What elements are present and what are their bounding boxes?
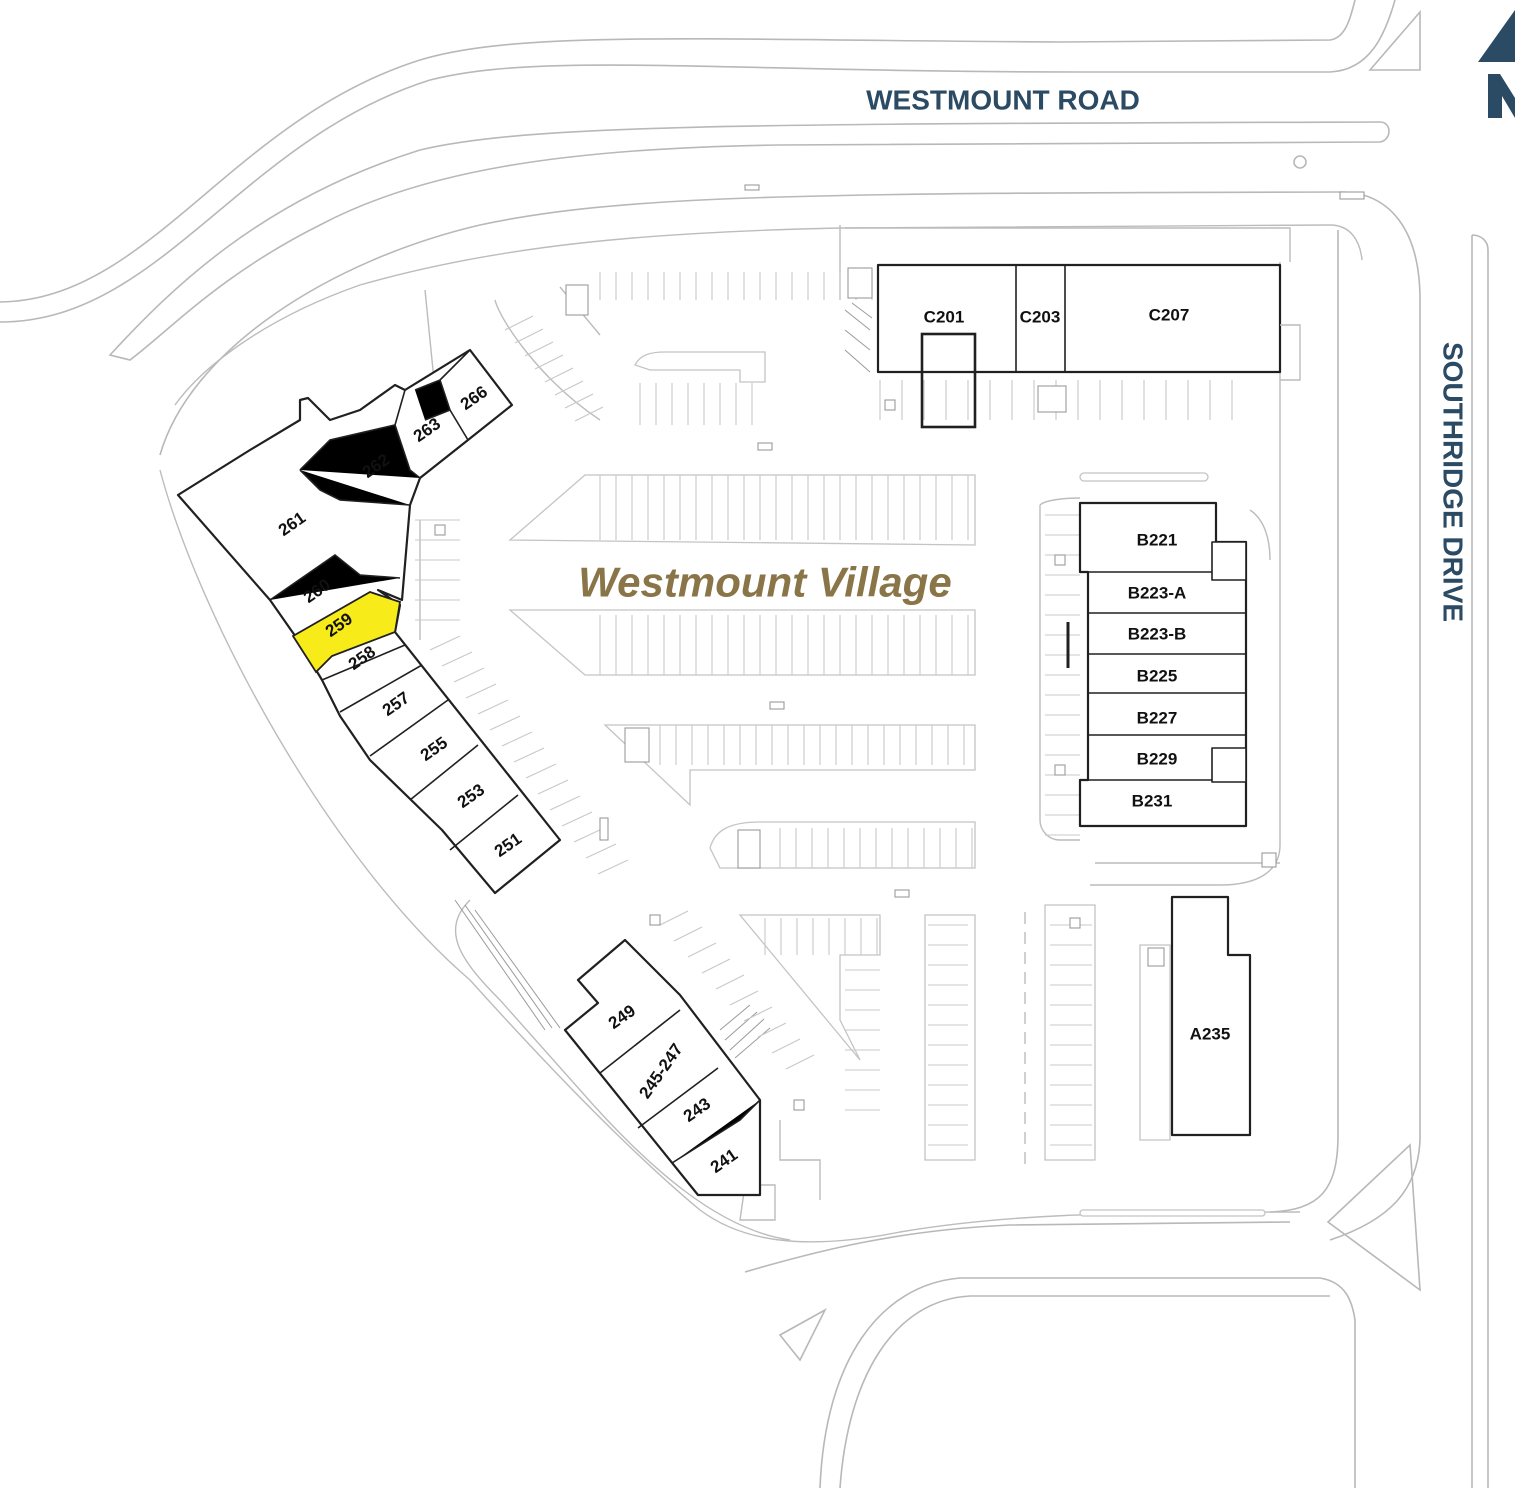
parking-stall-line — [429, 635, 461, 651]
southridge-drive-label: SOUTHRIDGE DRIVE — [1438, 342, 1469, 622]
westmount-road-label: WESTMOUNT ROAD — [866, 85, 1140, 116]
unit-259-highlight[interactable] — [291, 591, 402, 674]
unit-b231-label[interactable]: B231 — [1132, 792, 1173, 811]
unit-b223a-label[interactable]: B223-A — [1128, 584, 1187, 603]
unit-b229-label[interactable]: B229 — [1137, 750, 1178, 769]
parking-stall-line — [525, 763, 557, 779]
parking-stall-line — [673, 926, 703, 942]
unit-b227-label[interactable]: B227 — [1137, 709, 1178, 728]
site-boundary — [159, 224, 1363, 1243]
building-b: B221 B223-A B223-B B225 B227 B229 B231 — [1078, 501, 1248, 828]
parking-stall-line — [549, 795, 581, 811]
parking-stall-line — [514, 328, 544, 344]
parking-stall-line — [659, 910, 689, 926]
parking-lot — [419, 262, 1281, 1221]
southridge-drive — [1269, 230, 1489, 1488]
unit-b223b-label[interactable]: B223-B — [1128, 625, 1187, 644]
site-title: Westmount Village — [578, 559, 951, 606]
parking-stall-line — [489, 715, 521, 731]
parking-stall-line — [573, 827, 605, 843]
building-c: C201 C203 C207 — [876, 263, 1301, 429]
westmount-road — [0, 0, 1421, 456]
site-fixtures — [434, 184, 1365, 1111]
unit-c203-label[interactable]: C203 — [1020, 308, 1061, 327]
building-a: A235 — [1170, 895, 1252, 1137]
building-west-strip: 266 263 262 261 260 259 258 257 255 253 … — [176, 348, 562, 895]
parking-stall-line — [715, 974, 745, 990]
parking-stall-line — [524, 341, 554, 357]
parking-stall-line — [729, 990, 759, 1006]
unit-c201-label[interactable]: C201 — [924, 308, 965, 327]
building-south-strip: 249 245-247 243 241 — [563, 938, 762, 1197]
parking-stall-line — [453, 667, 485, 683]
unit-c207-label[interactable]: C207 — [1149, 306, 1190, 325]
parking-stall-line — [554, 380, 584, 396]
parking-stall-line — [585, 843, 617, 859]
parking-stall-line — [561, 811, 593, 827]
parking-stall-line — [504, 315, 534, 331]
parking-stall-line — [477, 699, 509, 715]
parking-stall-line — [597, 859, 629, 875]
parking-stall-line — [513, 747, 545, 763]
parking-stalls — [415, 272, 1233, 1146]
south-access-road — [744, 1221, 1356, 1488]
north-arrow-icon — [1478, 10, 1515, 118]
parking-stall-line — [771, 1038, 801, 1054]
parking-stall-line — [687, 942, 717, 958]
parking-stall-line — [574, 406, 604, 422]
parking-stall-line — [757, 1022, 787, 1038]
parking-stall-line — [534, 354, 564, 370]
parking-stall-line — [544, 367, 574, 383]
parking-stall-line — [743, 1006, 773, 1022]
unit-b225-label[interactable]: B225 — [1137, 667, 1178, 686]
unit-b221-label[interactable]: B221 — [1137, 531, 1178, 550]
parking-stall-line — [441, 651, 473, 667]
parking-stall-line — [501, 731, 533, 747]
parking-stall-line — [465, 683, 497, 699]
unit-a235-label[interactable]: A235 — [1190, 1025, 1231, 1044]
parking-stall-line — [785, 1054, 815, 1070]
parking-stall-line — [537, 779, 569, 795]
parking-stall-line — [564, 393, 594, 409]
parking-stall-line — [701, 958, 731, 974]
